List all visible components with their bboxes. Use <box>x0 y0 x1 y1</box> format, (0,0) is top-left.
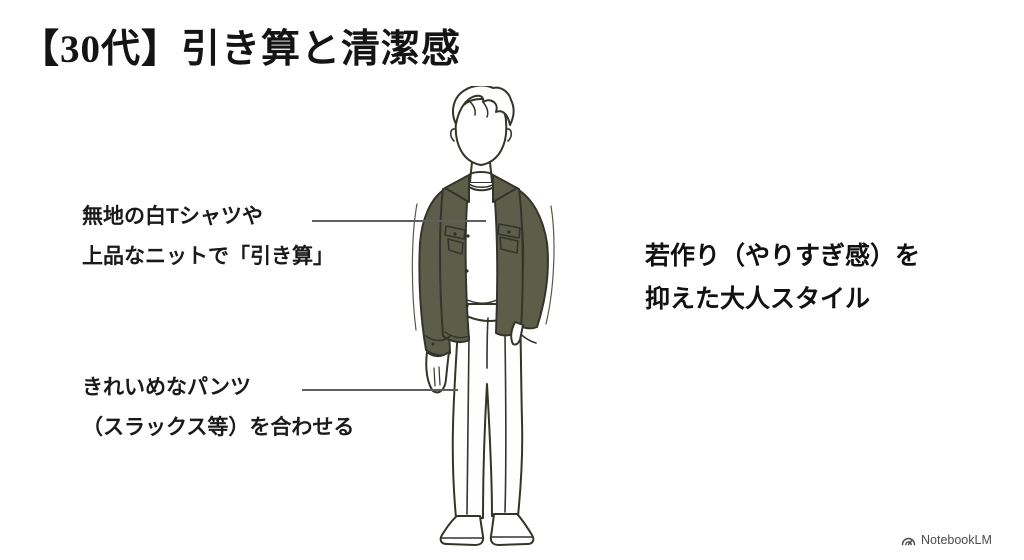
footer-brand-label: NotebookLM <box>921 533 992 547</box>
callout-tshirt: 無地の白Tシャツや 上品なニットで「引き算」 <box>82 197 334 277</box>
style-note-line1: 若作り（やりすぎ感）を <box>645 242 921 270</box>
callout-pants-line1: きれいめなパンツ <box>82 376 252 399</box>
callout-pants-connector-line <box>302 389 458 391</box>
footer-brand: NotebookLM <box>901 533 992 547</box>
style-note-line2: 抑えた大人スタイル <box>645 285 871 313</box>
head-shape <box>449 86 515 183</box>
shoes-shape <box>439 513 535 546</box>
notebooklm-logo-icon <box>901 537 916 546</box>
callout-pants: きれいめなパンツ （スラックス等）を合わせる <box>82 368 354 448</box>
jacket-shape <box>411 171 555 357</box>
page-title: 【30代】引き算と清潔感 <box>20 28 462 71</box>
callout-tshirt-line2: 上品なニットで「引き算」 <box>82 245 334 268</box>
style-note: 若作り（やりすぎ感）を 抑えた大人スタイル <box>645 235 920 321</box>
callout-pants-line2: （スラックス等）を合わせる <box>82 416 355 439</box>
pants-shape <box>451 311 537 519</box>
hands-shape <box>425 321 524 394</box>
man-illustration <box>393 86 627 556</box>
callout-tshirt-connector-line <box>312 220 486 222</box>
callout-tshirt-line1: 無地の白Tシャツや <box>82 205 263 228</box>
